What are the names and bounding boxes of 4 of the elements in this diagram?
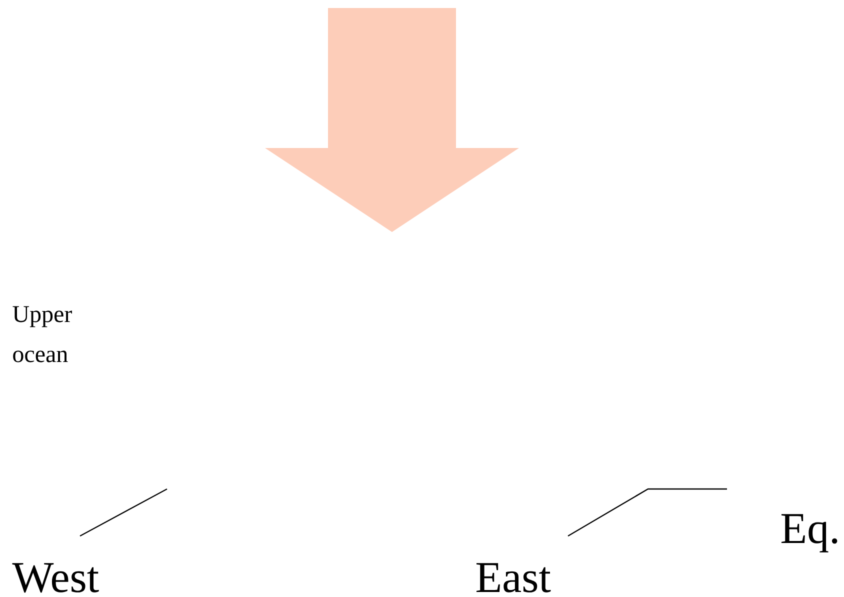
text-label: West [12, 563, 99, 593]
text-label: Eq. [781, 514, 838, 552]
text-label: East [476, 563, 551, 592]
text-label: Upper ocean [12, 306, 72, 362]
